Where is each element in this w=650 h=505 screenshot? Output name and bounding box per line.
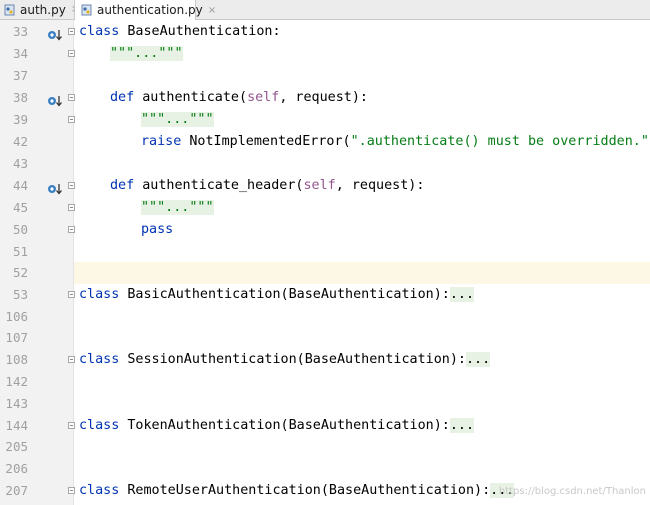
code-text: raise NotImplementedError(".authenticate…	[141, 134, 650, 149]
line-number: 45	[12, 200, 28, 215]
code-line: 205	[0, 436, 650, 458]
line-number: 50	[12, 222, 28, 237]
line-number: 43	[12, 156, 28, 171]
editor-gutter	[0, 20, 74, 505]
fold-toggle-icon[interactable]	[68, 204, 75, 211]
code-line: 39 """..."""	[0, 109, 650, 131]
folded-block[interactable]: ...	[465, 352, 491, 367]
line-number: 52	[12, 265, 28, 280]
code-line: 43	[0, 153, 650, 175]
code-line: 34 """..."""	[0, 43, 650, 65]
code-line: 42 raise NotImplementedError(".authentic…	[0, 131, 650, 153]
line-number: 53	[12, 287, 28, 302]
fold-toggle-icon[interactable]	[68, 422, 75, 429]
line-number: 34	[12, 46, 28, 61]
line-number: 42	[12, 134, 28, 149]
line-number: 205	[5, 439, 28, 454]
code-text: pass	[141, 222, 174, 237]
code-line: 106	[0, 306, 650, 328]
code-line: 37	[0, 65, 650, 87]
code-text: """..."""	[141, 109, 214, 131]
code-text: def authenticate(self, request):	[110, 90, 368, 105]
line-number: 39	[12, 112, 28, 127]
code-text: def authenticate_header(self, request):	[110, 178, 425, 193]
code-line: 38 def authenticate(self, request):	[0, 87, 650, 109]
folded-docstring[interactable]: """..."""	[141, 112, 214, 127]
code-line: 50 pass	[0, 219, 650, 241]
fold-toggle-icon[interactable]	[68, 182, 75, 189]
line-number: 37	[12, 68, 28, 83]
folded-block[interactable]: ...	[490, 483, 515, 498]
line-number: 142	[5, 374, 28, 389]
python-file-icon	[4, 4, 16, 16]
fold-toggle-icon[interactable]	[68, 50, 75, 57]
fold-toggle-icon[interactable]	[68, 356, 75, 363]
folded-docstring[interactable]: """..."""	[141, 200, 214, 215]
close-tab-icon[interactable]: ×	[207, 4, 217, 16]
fold-toggle-icon[interactable]	[68, 116, 75, 123]
tab-label: authentication.py	[97, 3, 203, 17]
code-text: class RemoteUserAuthentication(BaseAuthe…	[79, 483, 515, 498]
tab-authentication-py[interactable]: authentication.py ×	[74, 0, 216, 20]
fold-toggle-icon[interactable]	[68, 28, 75, 35]
code-line-current: 52	[0, 262, 650, 284]
code-line: 207 class RemoteUserAuthentication(BaseA…	[0, 480, 650, 502]
python-file-icon	[81, 4, 93, 16]
line-number: 143	[5, 396, 28, 411]
code-text: class TokenAuthentication(BaseAuthentica…	[79, 418, 475, 433]
code-text: class SessionAuthentication(BaseAuthenti…	[79, 352, 491, 367]
line-number: 108	[5, 352, 28, 367]
code-text: class BasicAuthentication(BaseAuthentica…	[79, 287, 475, 302]
code-line: 142	[0, 371, 650, 393]
code-line: 53 class BasicAuthentication(BaseAuthent…	[0, 284, 650, 306]
line-number: 44	[12, 178, 28, 193]
fold-toggle-icon[interactable]	[68, 487, 75, 494]
line-number: 51	[12, 244, 28, 259]
line-number: 144	[5, 418, 28, 433]
watermark: https://blog.csdn.net/Thanlon	[498, 486, 646, 497]
code-line: 45 """..."""	[0, 197, 650, 219]
folded-docstring[interactable]: """..."""	[110, 46, 183, 61]
code-line: 33 class BaseAuthentication:	[0, 21, 650, 43]
fold-toggle-icon[interactable]	[68, 291, 75, 298]
is-overridden-icon[interactable]	[47, 180, 63, 195]
folded-block[interactable]: ...	[449, 418, 475, 433]
fold-toggle-icon[interactable]	[68, 226, 75, 233]
line-number: 107	[5, 330, 28, 345]
editor-tab-bar: auth.py × authentication.py ×	[0, 0, 650, 20]
line-number: 33	[12, 24, 28, 39]
code-line: 144 class TokenAuthentication(BaseAuthen…	[0, 415, 650, 437]
tab-auth-py[interactable]: auth.py ×	[0, 0, 79, 19]
code-line: 107	[0, 327, 650, 349]
is-overridden-icon[interactable]	[47, 92, 63, 107]
code-text: """..."""	[141, 197, 214, 219]
code-text: class BaseAuthentication:	[79, 24, 281, 39]
current-line-highlight	[74, 262, 650, 284]
code-line: 44 def authenticate_header(self, request…	[0, 175, 650, 197]
fold-toggle-icon[interactable]	[68, 94, 75, 101]
tab-label: auth.py	[20, 2, 66, 17]
line-number: 38	[12, 90, 28, 105]
line-number: 106	[5, 309, 28, 324]
line-number: 207	[5, 483, 28, 498]
code-line: 206	[0, 458, 650, 480]
line-number: 206	[5, 461, 28, 476]
code-line: 108 class SessionAuthentication(BaseAuth…	[0, 349, 650, 371]
code-line: 51	[0, 241, 650, 263]
is-overridden-icon[interactable]	[47, 26, 63, 41]
code-text: """..."""	[110, 43, 183, 65]
code-line: 143	[0, 393, 650, 415]
folded-block[interactable]: ...	[449, 287, 475, 302]
